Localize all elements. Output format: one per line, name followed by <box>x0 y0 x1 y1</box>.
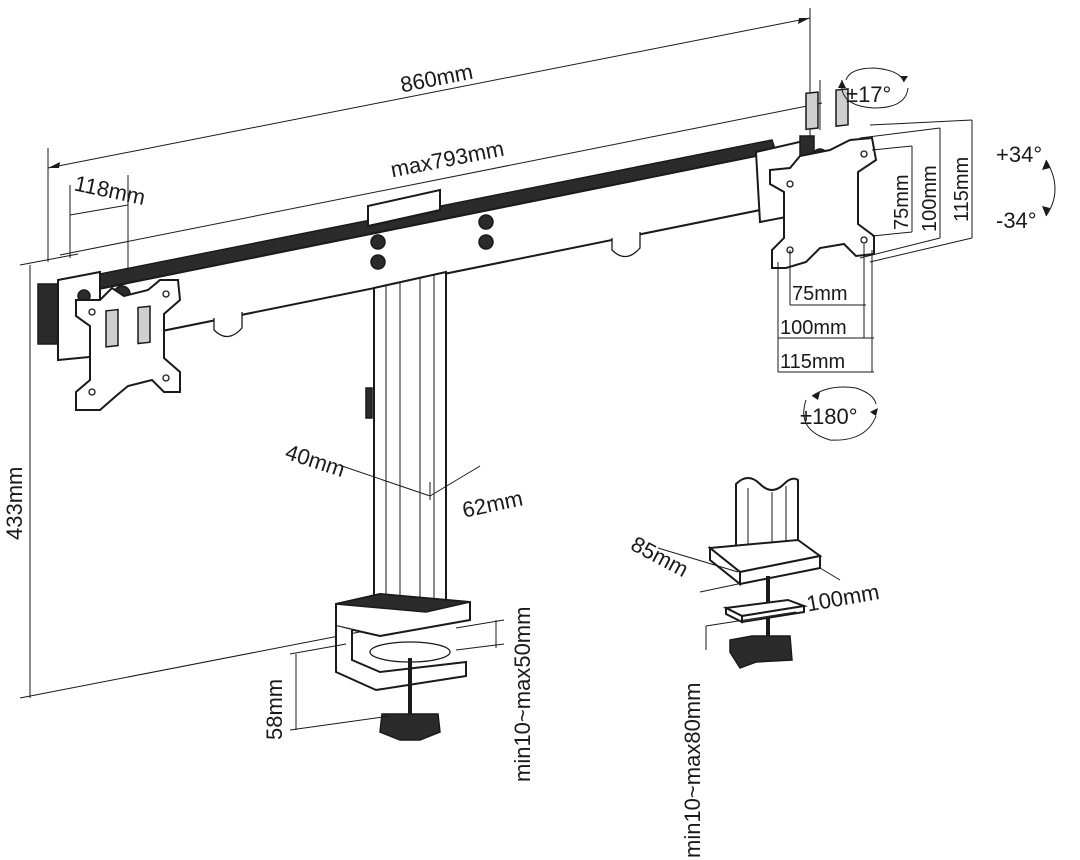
left-vesa-plate <box>37 270 182 411</box>
crossbar <box>59 139 782 352</box>
pole-width-label: 62mm <box>460 485 525 522</box>
vesa-h-115-label: 115mm <box>780 351 845 373</box>
grommet-range-label: min10~max80mm <box>680 683 705 858</box>
vesa-v-75-label: 75mm <box>891 174 913 230</box>
grommet-mount <box>707 477 823 669</box>
tilt-down-label: -34° <box>996 208 1037 233</box>
grommet-width-label: 100mm <box>805 579 882 616</box>
swivel-label: ±17° <box>846 82 891 107</box>
right-vesa-plate <box>754 88 878 269</box>
clamp-dimensions <box>289 619 505 731</box>
tilt-indicator <box>1042 159 1056 217</box>
vesa-v-115-label: 115mm <box>951 157 973 222</box>
arm-offset-label: 118mm <box>72 171 147 210</box>
vesa-v-100-label: 100mm <box>919 165 941 232</box>
clamp-depth-label: 58mm <box>262 679 287 740</box>
arm-offset-dimension <box>69 175 129 280</box>
vesa-h-75-label: 75mm <box>792 283 848 305</box>
grommet-dimensions <box>657 547 841 650</box>
height-label: 433mm <box>2 467 27 540</box>
pole-size-dimensions <box>341 465 481 500</box>
vesa-h-100-label: 100mm <box>780 317 847 339</box>
pole <box>365 270 447 612</box>
vesa-vertical-dimensions <box>859 119 973 263</box>
height-dimension <box>19 253 381 699</box>
clamp-range-label: min10~max50mm <box>510 607 535 782</box>
tilt-up-label: +34° <box>996 142 1042 167</box>
desk-clamp <box>335 592 471 741</box>
max-width-label: max793mm <box>388 136 506 182</box>
swivel-indicator <box>838 67 909 109</box>
rotate-indicator <box>803 386 878 441</box>
rotate-label: ±180° <box>800 404 858 429</box>
grommet-depth-label: 85mm <box>627 531 693 582</box>
pole-depth-label: 40mm <box>282 439 348 482</box>
vesa-horizontal-dimensions <box>777 244 874 373</box>
